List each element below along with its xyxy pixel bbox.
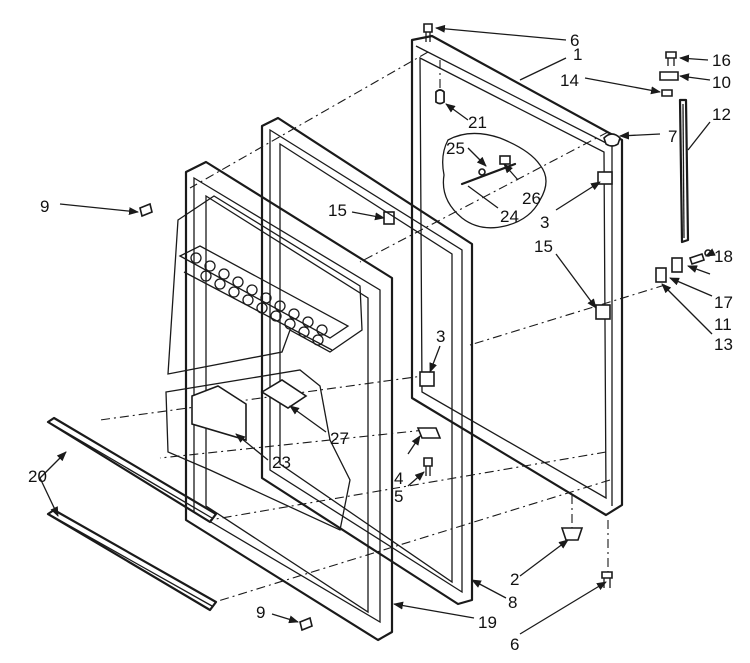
- callout-18: 18: [714, 247, 733, 266]
- callout-10: 10: [712, 73, 731, 92]
- callout-20: 20: [28, 467, 47, 486]
- door-handle: [678, 98, 690, 244]
- callout-16: 16: [712, 51, 731, 70]
- callout-21: 21: [468, 113, 487, 132]
- butter-compartment: [260, 379, 308, 409]
- upper-shelf-bar: [46, 416, 218, 524]
- callout-19: 19: [478, 613, 497, 632]
- hinge-screw-icon: [665, 51, 677, 59]
- callout-6-bottom: 6: [510, 635, 519, 654]
- callout-26: 26: [522, 189, 541, 208]
- callout-23: 23: [272, 453, 291, 472]
- callout-27: 27: [330, 429, 349, 448]
- dairy-door: [191, 385, 247, 442]
- callout-8: 8: [508, 593, 517, 612]
- callout-25: 25: [446, 139, 465, 158]
- callout-7: 7: [668, 127, 677, 146]
- callout-5: 5: [394, 487, 403, 506]
- callout-24: 24: [500, 207, 519, 226]
- bottom-screw-icon: [299, 616, 313, 632]
- top-hinge-icon: [659, 71, 679, 81]
- callout-1: 1: [573, 45, 582, 64]
- shelf-screw-icon: [139, 202, 153, 218]
- door-stop-block: [499, 155, 511, 165]
- cutaway-view: [442, 132, 547, 229]
- callout-14: 14: [560, 71, 579, 90]
- door-gasket: [260, 116, 474, 606]
- egg-tray: [178, 245, 350, 351]
- callout-11: 11: [714, 315, 732, 334]
- callout-15-lower: 15: [534, 237, 553, 256]
- lower-hinge-icon: [671, 257, 683, 273]
- cap-plug-icon: [435, 89, 445, 105]
- inner-door-liner: [165, 160, 394, 642]
- stop-screw: [478, 168, 486, 176]
- top-screw-icon: [423, 23, 433, 33]
- leader-lines: [39, 24, 716, 635]
- callout-17: 17: [714, 293, 733, 312]
- outer-door-panel: [383, 34, 624, 517]
- bottom-hinge-cup-icon: [560, 527, 584, 541]
- callout-15-upper: 15: [328, 201, 347, 220]
- hinge-spacer-icon: [655, 267, 667, 283]
- bushing-icon: [661, 89, 673, 97]
- shelf-bars: [46, 416, 218, 612]
- hinge-pin-icon: [688, 252, 706, 266]
- lower-shelf-bar: [46, 508, 218, 612]
- hinge-washer-icon: [416, 427, 442, 439]
- screw-5-icon: [423, 457, 433, 467]
- hinge-bracket-left: [419, 371, 435, 387]
- callout-6-top: 6: [570, 31, 579, 50]
- callout-9-left: 9: [40, 197, 49, 216]
- callout-3-lower: 3: [436, 327, 445, 346]
- callout-labels: 1 2 3 3 4 5 6 6 7 8 9 9 10 11 12 13 14 1…: [28, 31, 733, 654]
- callout-3-upper: 3: [540, 213, 549, 232]
- callout-2: 2: [510, 570, 519, 589]
- top-hinge-pin-cup: [603, 133, 621, 147]
- alignment-lines: [99, 51, 666, 603]
- hardware: [139, 23, 712, 632]
- callout-12: 12: [712, 105, 731, 124]
- bottom-hinge-screw-icon: [601, 571, 613, 579]
- callout-4: 4: [394, 469, 403, 488]
- callout-9-bottom: 9: [256, 603, 265, 622]
- hinge-bracket-right: [597, 171, 613, 185]
- lower-hinge-bracket: [595, 304, 611, 320]
- callout-13: 13: [714, 335, 733, 354]
